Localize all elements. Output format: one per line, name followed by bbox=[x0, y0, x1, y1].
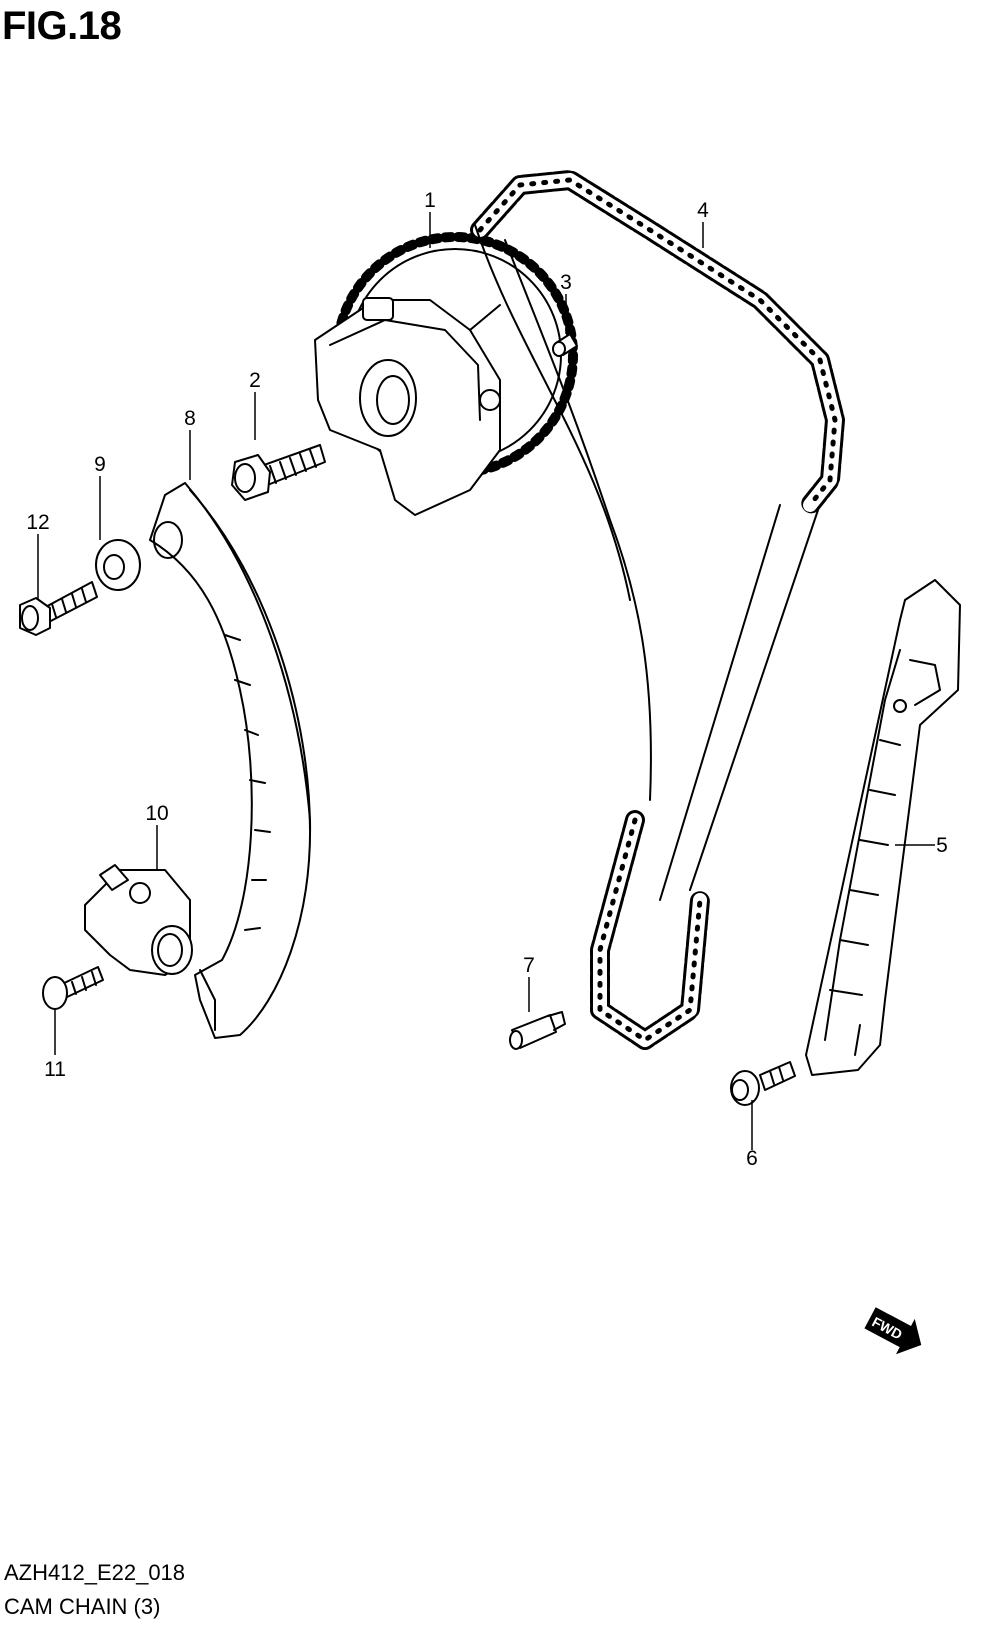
washer-part bbox=[95, 539, 141, 591]
chain-tensioner-part bbox=[84, 864, 193, 976]
figure-title: FIG.18 bbox=[2, 4, 122, 48]
callout-5: 5 bbox=[936, 834, 948, 857]
callout-labels: 1 2 3 4 5 6 7 8 9 10 11 12 bbox=[26, 189, 948, 1170]
callout-7: 7 bbox=[523, 954, 535, 977]
tensioner-arm-part bbox=[149, 482, 312, 1039]
pin-part bbox=[509, 1011, 566, 1050]
tensioner-bolt-part bbox=[42, 966, 104, 1010]
fwd-arrow-icon: FWD bbox=[864, 1307, 922, 1355]
callout-8: 8 bbox=[184, 407, 196, 430]
guide-bolt-part bbox=[730, 1061, 796, 1106]
figure-caption: CAM CHAIN (3) bbox=[4, 1594, 161, 1619]
chain-guide-part bbox=[805, 579, 961, 1076]
callout-9: 9 bbox=[94, 453, 106, 476]
callout-3: 3 bbox=[560, 271, 572, 294]
cam-chain-part bbox=[470, 170, 845, 1050]
callout-2: 2 bbox=[249, 369, 261, 392]
arm-bolt-part bbox=[19, 581, 98, 636]
dowel-pin-part bbox=[552, 333, 578, 357]
callout-11: 11 bbox=[44, 1058, 66, 1081]
callout-1: 1 bbox=[424, 189, 436, 212]
callout-10: 10 bbox=[145, 802, 168, 825]
callout-12: 12 bbox=[26, 511, 49, 534]
figure-code: AZH412_E22_018 bbox=[4, 1560, 186, 1585]
sprocket-bolt-part bbox=[231, 444, 326, 501]
callout-6: 6 bbox=[746, 1147, 758, 1170]
cam-sprocket-part bbox=[314, 232, 578, 516]
callout-4: 4 bbox=[697, 199, 709, 222]
